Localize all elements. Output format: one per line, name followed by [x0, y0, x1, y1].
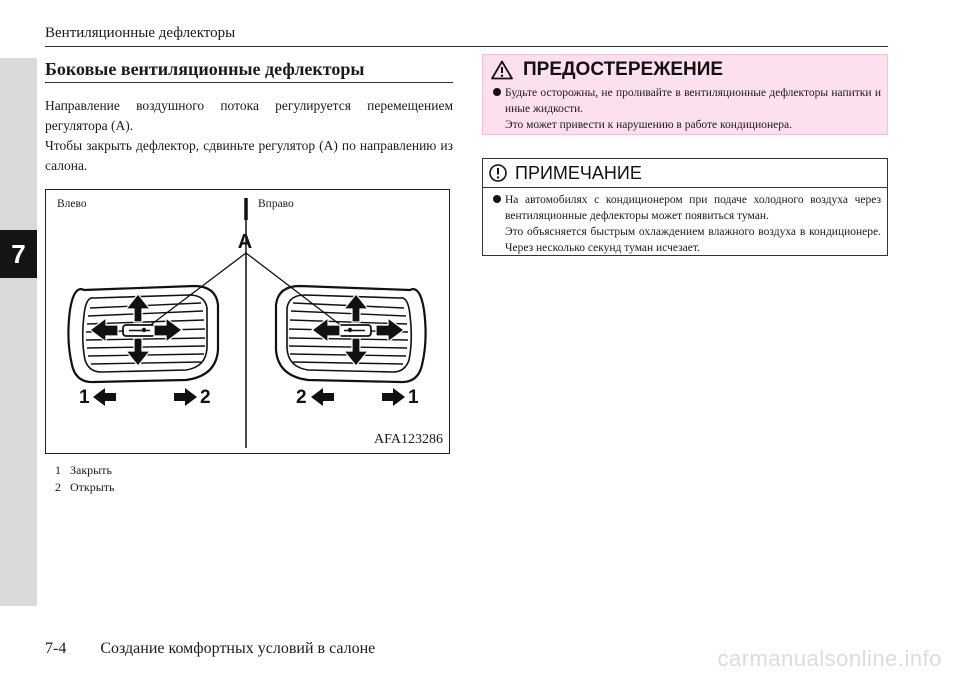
callout-letter: A [238, 231, 252, 253]
note-header: ПРИМЕЧАНИЕ [483, 159, 887, 188]
legend-item: 2 Открыть [55, 479, 115, 496]
label-right: Вправо [258, 198, 294, 210]
warning-triangle-icon [491, 60, 513, 80]
page-footer: 7-4 Создание комфортных условий в салоне [45, 640, 375, 658]
note-item: На автомобилях с кондиционером при подач… [483, 192, 887, 256]
legend-text: Открыть [70, 480, 115, 494]
leader-line-left [143, 252, 247, 331]
figure-code: AFA123286 [374, 432, 443, 447]
left-close-open-indicators: 1 2 [79, 387, 211, 408]
right-vent [274, 284, 427, 384]
legend-item: 1 Закрыть [55, 462, 115, 479]
svg-text:2: 2 [200, 387, 211, 408]
watermark: carmanualsonline.info [717, 646, 942, 671]
bullet-icon [493, 88, 501, 96]
warning-text-1: Будьте осторожны, не проливайте в вентил… [505, 87, 881, 115]
legend-number: 1 [55, 463, 61, 477]
side-strip [0, 58, 37, 606]
bullet-icon [493, 195, 501, 203]
note-title: ПРИМЕЧАНИЕ [515, 162, 642, 183]
running-header: Вентиляционные дефлекторы [45, 25, 236, 41]
chapter-tab: 7 [0, 230, 37, 278]
svg-text:2: 2 [296, 387, 307, 408]
note-text-2: Это объясняется быстрым охлаждением влаж… [505, 226, 881, 254]
svg-text:1: 1 [408, 387, 419, 408]
right-close-open-indicators: 2 1 [296, 387, 419, 408]
left-vent [67, 284, 220, 384]
label-left: Влево [57, 198, 87, 210]
page-number: 7-4 [45, 640, 67, 657]
paragraph-2: Чтобы закрыть дефлектор, сдвиньте регуля… [45, 138, 453, 173]
body-text: Направление воздушного потока регулирует… [45, 96, 453, 176]
paragraph-1: Направление воздушного потока регулирует… [45, 98, 453, 133]
legend-text: Закрыть [70, 463, 112, 477]
leader-line-right [245, 252, 348, 331]
warning-box: ПРЕДОСТЕРЕЖЕНИЕ Будьте осторожны, не про… [482, 54, 888, 135]
warning-header: ПРЕДОСТЕРЕЖЕНИЕ [483, 55, 887, 85]
section-divider [45, 82, 453, 83]
section-title: Боковые вентиляционные дефлекторы [45, 59, 365, 79]
footer-chapter-title: Создание комфортных условий в салоне [100, 640, 376, 657]
figure-legend: 1 Закрыть 2 Открыть [55, 462, 115, 496]
vent-figure: A [45, 189, 450, 454]
note-text-1: На автомобилях с кондиционером при подач… [505, 194, 881, 222]
vent-illustration: A [67, 198, 427, 448]
warning-title: ПРЕДОСТЕРЕЖЕНИЕ [523, 59, 724, 80]
warning-text-2: Это может привести к нарушению в работе … [505, 119, 792, 131]
legend-number: 2 [55, 480, 61, 494]
note-box: ПРИМЕЧАНИЕ На автомобилях с кондиционеро… [482, 158, 888, 256]
svg-text:1: 1 [79, 387, 90, 408]
info-circle-icon [489, 164, 507, 182]
header-divider [45, 46, 888, 47]
warning-item: Будьте осторожны, не проливайте в вентил… [483, 85, 887, 133]
